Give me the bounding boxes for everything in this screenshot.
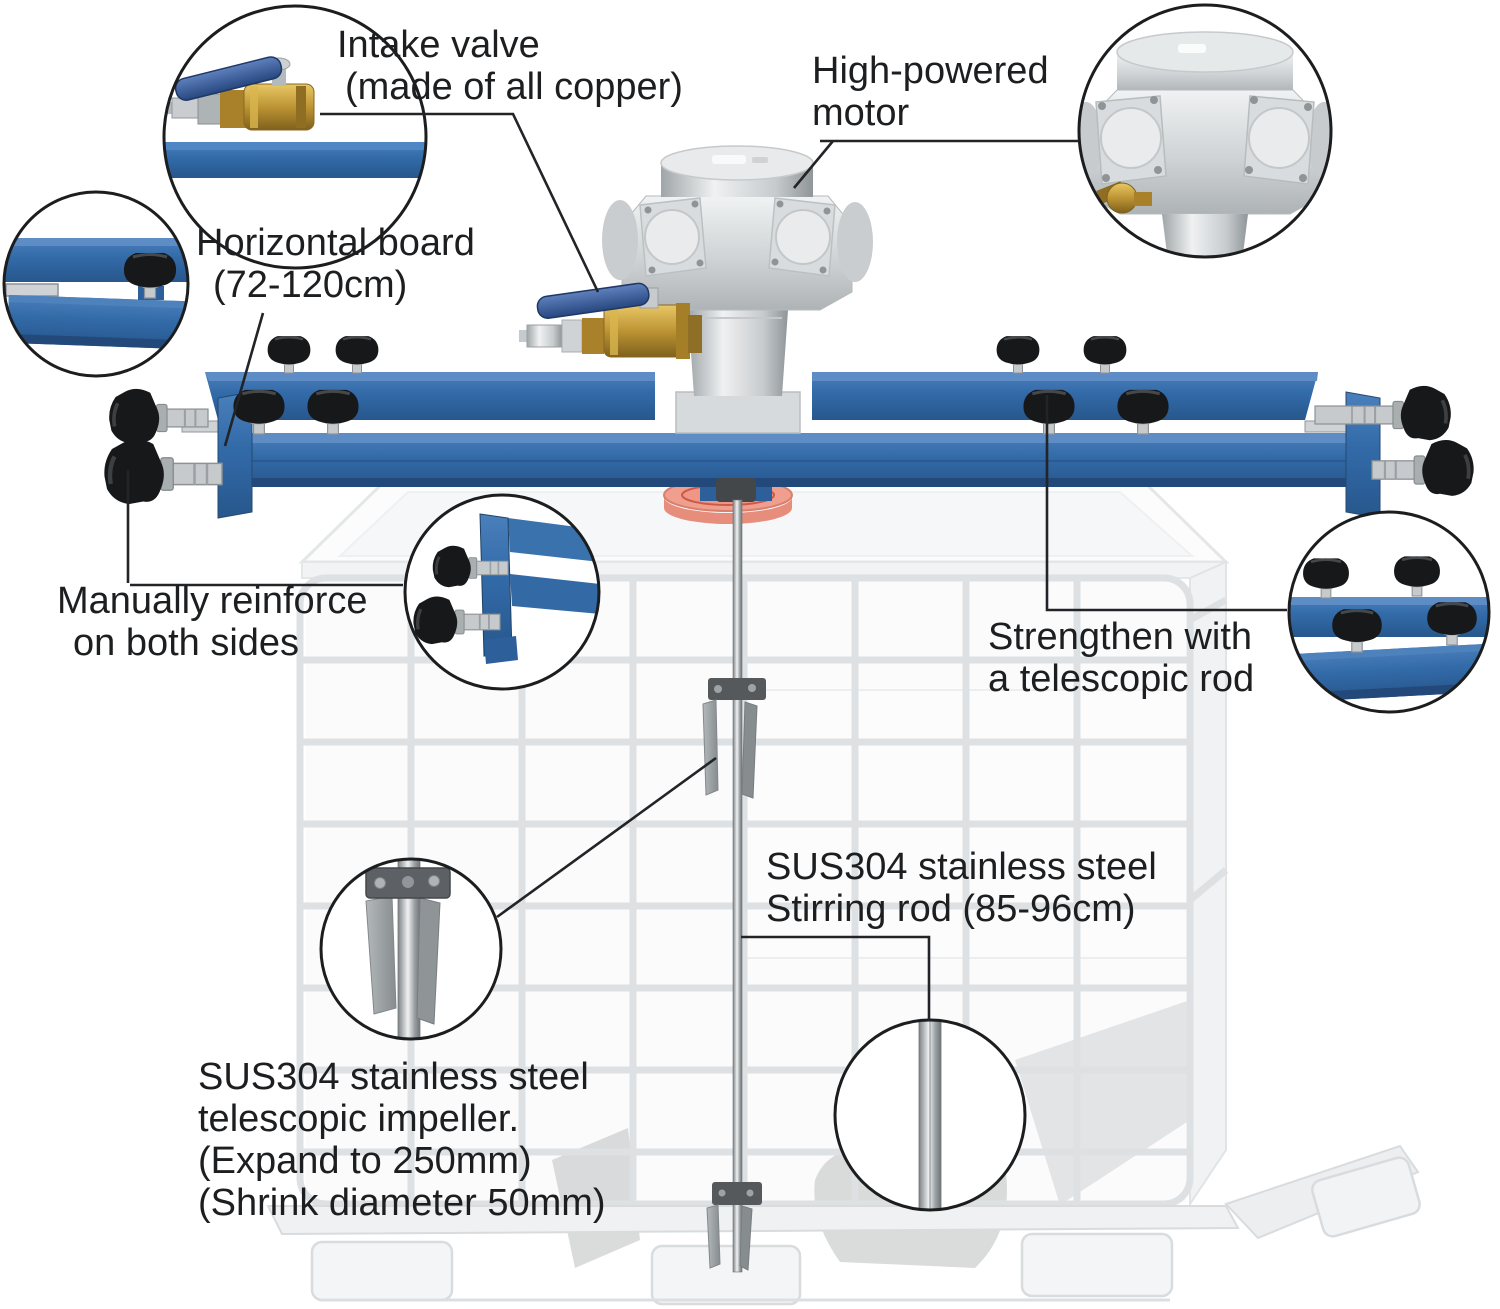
valve-handle bbox=[536, 282, 650, 319]
impeller-lower bbox=[706, 1182, 762, 1271]
label-motor: High-powered motor bbox=[812, 50, 1049, 134]
label-line: on both sides bbox=[73, 622, 300, 664]
label-line: (Shrink diameter 50mm) bbox=[198, 1182, 606, 1224]
label-line: (72-120cm) bbox=[213, 264, 408, 306]
label-line: a telescopic rod bbox=[988, 658, 1255, 700]
side-screw-knob bbox=[104, 439, 222, 504]
label-line: Stirring rod (85-96cm) bbox=[766, 888, 1136, 930]
clamp-knob bbox=[334, 334, 380, 375]
callout-motor-closeup bbox=[1077, 3, 1333, 259]
intake-valve bbox=[519, 282, 702, 359]
callout-side-clamp-closeup bbox=[403, 493, 601, 691]
label-line: (Expand to 250mm) bbox=[198, 1140, 532, 1182]
label-line: telescopic impeller. bbox=[198, 1098, 520, 1140]
leader-horizontal-board bbox=[223, 312, 265, 447]
mixer-motor bbox=[519, 145, 873, 434]
label-impeller: SUS304 stainless steel telescopic impell… bbox=[198, 1056, 606, 1224]
callout-impeller-closeup bbox=[319, 857, 503, 1041]
label-line: SUS304 stainless steel bbox=[198, 1056, 589, 1098]
ibc-tote bbox=[266, 474, 1421, 1306]
tote-pallet bbox=[266, 1144, 1421, 1306]
label-line: Horizontal board bbox=[196, 222, 475, 264]
clamp-knob bbox=[1021, 388, 1077, 436]
label-manual-reinforce: Manually reinforce on both sides bbox=[57, 580, 367, 664]
label-line: SUS304 stainless steel bbox=[766, 846, 1157, 888]
rod-coupling bbox=[716, 478, 756, 502]
label-line: Intake valve bbox=[337, 24, 540, 66]
label-line: Strengthen with bbox=[988, 616, 1253, 658]
leader-impeller bbox=[496, 756, 717, 919]
leader-intake-valve bbox=[320, 112, 600, 293]
label-telescopic-rod: Strengthen with a telescopic rod bbox=[988, 616, 1254, 700]
callout-intake-valve-closeup bbox=[162, 4, 428, 270]
clamp-knob bbox=[1082, 334, 1128, 375]
clamp-knob bbox=[266, 334, 312, 375]
label-line: motor bbox=[812, 92, 910, 134]
clamp-knob bbox=[1115, 388, 1171, 436]
stirring-rod bbox=[702, 478, 766, 1273]
callout-telescopic-rod-closeup bbox=[1287, 510, 1491, 714]
callout-stirring-rod-closeup bbox=[833, 1018, 1027, 1212]
label-line: High-powered bbox=[812, 50, 1049, 92]
impeller-upper bbox=[702, 678, 766, 799]
label-stirring-rod: SUS304 stainless steel Stirring rod (85-… bbox=[766, 846, 1157, 930]
leader-stirring-rod bbox=[741, 935, 931, 1021]
clamp-knob bbox=[305, 388, 361, 436]
side-screw-knob bbox=[1370, 438, 1476, 498]
leader-telescopic-rod bbox=[1045, 395, 1287, 612]
label-line: Manually reinforce bbox=[57, 580, 368, 622]
callout-horizontal-board-closeup bbox=[2, 190, 190, 378]
label-line: (made of all copper) bbox=[345, 66, 683, 108]
label-horizontal-board: Horizontal board (72-120cm) bbox=[196, 222, 475, 306]
horizontal-board bbox=[104, 334, 1476, 519]
clamp-knob bbox=[995, 334, 1041, 375]
leader-lines bbox=[126, 112, 1287, 1021]
side-screw-knob bbox=[107, 387, 210, 446]
label-intake-valve: Intake valve (made of all copper) bbox=[337, 24, 683, 108]
